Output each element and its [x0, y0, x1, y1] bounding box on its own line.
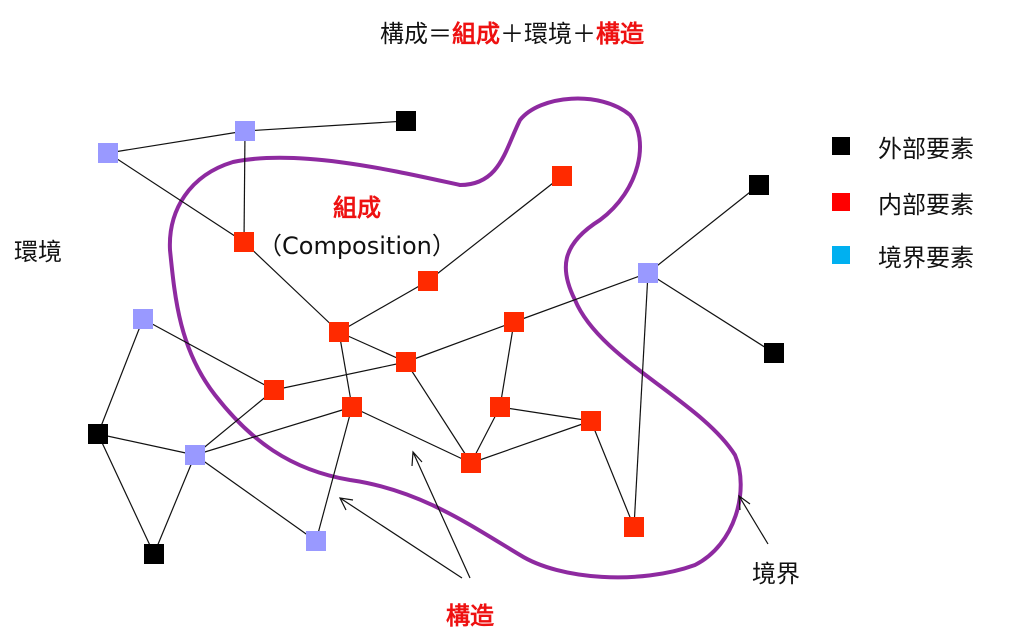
internal-node — [624, 517, 644, 537]
external-node — [764, 343, 784, 363]
boundary-node — [98, 143, 118, 163]
internal-node — [418, 271, 438, 291]
internal-node — [329, 322, 349, 342]
boundary-nodes — [98, 121, 658, 551]
external-node — [88, 424, 108, 444]
legend-item-boundary: 境界要素 — [832, 240, 974, 272]
composition-english-label: （Composition） — [258, 232, 456, 260]
boundary-curve — [167, 96, 743, 580]
internal-node — [552, 166, 572, 186]
legend-swatch-internal — [832, 193, 850, 211]
boundary-node — [235, 121, 255, 141]
title-environment: 環境 — [524, 20, 572, 48]
internal-node — [490, 397, 510, 417]
internal-node — [581, 411, 601, 431]
boundary-label: 境界 — [752, 560, 800, 588]
legend-item-external: 外部要素 — [832, 131, 974, 163]
boundary-node — [638, 263, 658, 283]
legend-label-external: 外部要素 — [878, 134, 974, 163]
internal-node — [234, 232, 254, 252]
internal-node — [264, 380, 284, 400]
boundary-arrow — [738, 494, 769, 545]
legend-label-boundary: 境界要素 — [878, 243, 974, 272]
title-composition: 組成 — [452, 20, 500, 48]
title-plus-2: ＋ — [572, 20, 596, 48]
boundary-node — [306, 531, 326, 551]
internal-node — [342, 397, 362, 417]
legend-swatch-external — [832, 137, 850, 155]
internal-node — [396, 352, 416, 372]
composition-label: 組成 — [333, 194, 381, 222]
legend-item-internal: 内部要素 — [832, 187, 974, 219]
legend-label-internal: 内部要素 — [878, 190, 974, 219]
environment-label: 環境 — [14, 238, 62, 266]
external-node — [749, 175, 769, 195]
internal-node — [461, 453, 481, 473]
diagram-title: 構成＝組成＋環境＋構造 — [0, 14, 1024, 49]
internal-node — [504, 312, 524, 332]
boundary-node — [185, 445, 205, 465]
title-plus-1: ＋ — [500, 20, 524, 48]
external-node — [144, 544, 164, 564]
external-node — [396, 111, 416, 131]
structure-arrows — [338, 450, 471, 579]
structure-label: 構造 — [446, 602, 494, 630]
external-nodes — [88, 111, 784, 564]
title-prefix: 構成＝ — [380, 20, 452, 48]
edges — [97, 120, 775, 555]
boundary-node — [133, 309, 153, 329]
internal-nodes — [234, 166, 644, 537]
title-structure: 構造 — [596, 20, 644, 48]
legend-swatch-boundary — [832, 246, 850, 264]
